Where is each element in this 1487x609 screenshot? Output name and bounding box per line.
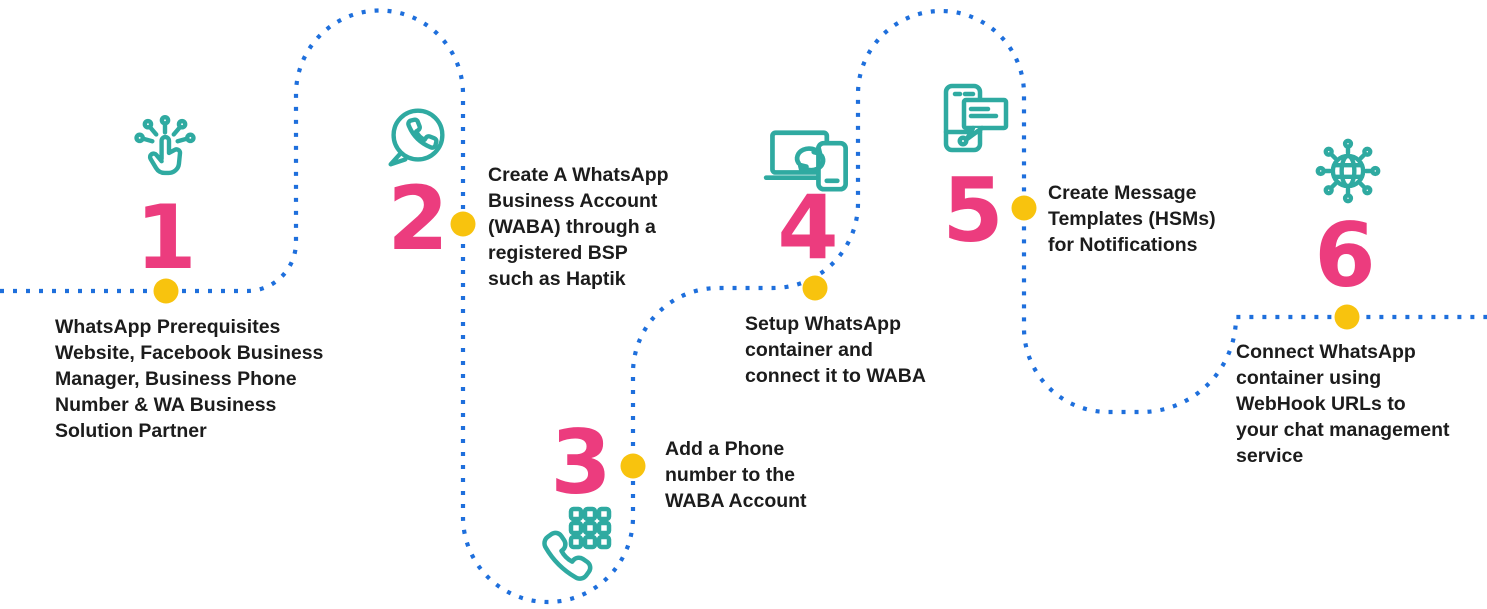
step-6-description: Connect WhatsApp container using WebHook… bbox=[1236, 341, 1450, 467]
step-1-description: WhatsApp Prerequisites Website, Facebook… bbox=[55, 316, 324, 442]
step-3-number: 3 bbox=[550, 411, 611, 514]
step-4-description: Setup WhatsApp container and connect it … bbox=[745, 313, 926, 387]
step-4-node-dot bbox=[802, 275, 828, 301]
phone-keypad-icon bbox=[534, 503, 614, 583]
step-5-node-dot bbox=[1011, 195, 1037, 221]
step-2-description: Create A WhatsApp Business Account (WABA… bbox=[488, 164, 669, 290]
whatsapp-icon bbox=[378, 98, 456, 176]
device-sync-icon bbox=[762, 124, 854, 200]
step-1-number: 1 bbox=[135, 186, 196, 289]
dotted-route-path bbox=[0, 8, 1487, 605]
step-2-number: 2 bbox=[387, 167, 448, 270]
step-1-node-dot bbox=[153, 278, 179, 304]
step-4-number: 4 bbox=[777, 176, 838, 279]
step-6-number: 6 bbox=[1314, 204, 1375, 307]
step-5-number: 5 bbox=[942, 159, 1003, 262]
tap-click-icon bbox=[126, 112, 204, 190]
step-6-node-dot bbox=[1334, 304, 1360, 330]
step-5-description: Create Message Templates (HSMs) for Noti… bbox=[1048, 182, 1216, 256]
step-3-description: Add a Phone number to the WABA Account bbox=[665, 438, 807, 512]
webhook-network-icon bbox=[1309, 132, 1387, 210]
step-3-node-dot bbox=[620, 453, 646, 479]
message-template-icon bbox=[934, 82, 1014, 162]
step-2-node-dot bbox=[450, 211, 476, 237]
